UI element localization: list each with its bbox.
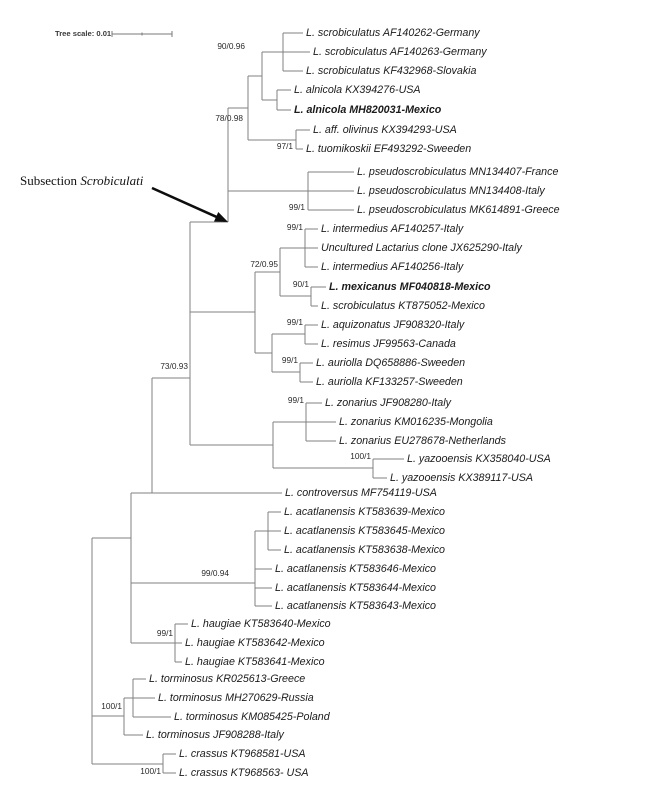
branch-support-label: 73/0.93 <box>160 361 188 371</box>
taxon-label: L. acatlanensis KT583638-Mexico <box>284 544 445 556</box>
taxon-label: L. zonarius JF908280-Italy <box>325 397 452 409</box>
taxon-label: L. zonarius KM016235-Mongolia <box>339 416 493 428</box>
taxon-label: L. auriolla KF133257-Sweeden <box>316 376 463 388</box>
taxon-label: L. auriolla DQ658886-Sweeden <box>316 357 465 369</box>
branch-support-label: 90/1 <box>293 279 310 289</box>
taxon-label: L. pseudoscrobiculatus MN134407-France <box>357 166 558 178</box>
taxon-label: L. zonarius EU278678-Netherlands <box>339 435 507 447</box>
taxon-label: L. intermedius AF140256-Italy <box>321 261 464 273</box>
taxon-label: L. acatlanensis KT583645-Mexico <box>284 525 445 537</box>
branch-support-label: 99/1 <box>288 395 305 405</box>
taxon-label: L. scrobiculatus KF432968-Slovakia <box>306 65 477 77</box>
taxon-label: Uncultured Lactarius clone JX625290-Ital… <box>321 242 522 254</box>
branch-support-label: 100/1 <box>101 701 122 711</box>
support-label-layer: 90/0.96 78/0.98 97/1 99/1 99/1 72/0.95 90/1 99/… <box>101 41 371 776</box>
taxon-label: L. torminosus KR025613-Greece <box>149 673 305 685</box>
branch-support-label: 100/1 <box>350 451 371 461</box>
tree-scale-bar: Tree scale: 0.01 <box>55 29 173 38</box>
taxon-label: L. yazooensis KX358040-USA <box>407 453 551 465</box>
taxon-label: L. scrobiculatus AF140262-Germany <box>306 27 480 39</box>
branch-support-label: 99/1 <box>287 222 304 232</box>
taxon-label: L. mexicanus MF040818-Mexico <box>329 281 491 293</box>
taxon-label: L. controversus MF754119-USA <box>285 487 437 499</box>
taxon-label: L. crassus KT968563- USA <box>179 767 309 779</box>
branch-support-label: 97/1 <box>277 141 294 151</box>
subsection-annotation-label: Subsection Scrobiculati <box>20 173 144 188</box>
taxon-label-layer: L. scrobiculatus AF140262-Germany L. scro… <box>146 27 560 779</box>
branch-support-label: 72/0.95 <box>250 259 278 269</box>
tree-scale-text: Tree scale: 0.01 <box>55 29 112 38</box>
taxon-label: L. pseudoscrobiculatus MK614891-Greece <box>357 204 560 216</box>
branch-support-label: 99/1 <box>287 317 304 327</box>
taxon-label: L. haugiae KT583640-Mexico <box>191 618 331 630</box>
subsection-arrow-shaft <box>151 186 222 221</box>
taxon-label: L. aquizonatus JF908320-Italy <box>321 319 465 331</box>
taxon-label: L. scrobiculatus KT875052-Mexico <box>321 300 485 312</box>
taxon-label: L. torminosus KM085425-Poland <box>174 711 331 723</box>
branch-support-label: 99/1 <box>157 628 174 638</box>
taxon-label: L. crassus KT968581-USA <box>179 748 306 760</box>
branch-support-label: 90/0.96 <box>217 41 245 51</box>
taxon-label: L. acatlanensis KT583643-Mexico <box>275 600 436 612</box>
taxon-label: L. intermedius AF140257-Italy <box>321 223 464 235</box>
subsection-arrow-head <box>214 211 228 222</box>
branch-support-label: 99/1 <box>289 202 306 212</box>
branch-support-label: 78/0.98 <box>215 113 243 123</box>
taxon-label: L. resimus JF99563-Canada <box>321 338 456 350</box>
taxon-label: L. acatlanensis KT583639-Mexico <box>284 506 445 518</box>
taxon-label: L. alnicola KX394276-USA <box>294 84 421 96</box>
taxon-label: L. acatlanensis KT583646-Mexico <box>275 563 436 575</box>
subsection-annotation: Subsection Scrobiculati <box>20 173 228 222</box>
taxon-label: L. scrobiculatus AF140263-Germany <box>313 46 487 58</box>
taxon-label: L. tuomikoskii EF493292-Sweeden <box>306 143 471 155</box>
branch-layer <box>91 32 404 774</box>
taxon-label: L. yazooensis KX389117-USA <box>390 472 533 484</box>
taxon-label: L. haugiae KT583642-Mexico <box>185 637 325 649</box>
taxon-label: L. acatlanensis KT583644-Mexico <box>275 582 436 594</box>
taxon-label: L. torminosus MH270629-Russia <box>158 692 314 704</box>
branch-support-label: 99/0.94 <box>201 568 229 578</box>
taxon-label: L. pseudoscrobiculatus MN134408-Italy <box>357 185 545 197</box>
branch-support-label: 99/1 <box>282 355 299 365</box>
taxon-label: L. haugiae KT583641-Mexico <box>185 656 325 668</box>
taxon-label: L. alnicola MH820031-Mexico <box>294 104 442 116</box>
taxon-label: L. torminosus JF908288-Italy <box>146 729 284 741</box>
taxon-label: L. aff. olivinus KX394293-USA <box>313 124 457 136</box>
branch-support-label: 100/1 <box>140 766 161 776</box>
